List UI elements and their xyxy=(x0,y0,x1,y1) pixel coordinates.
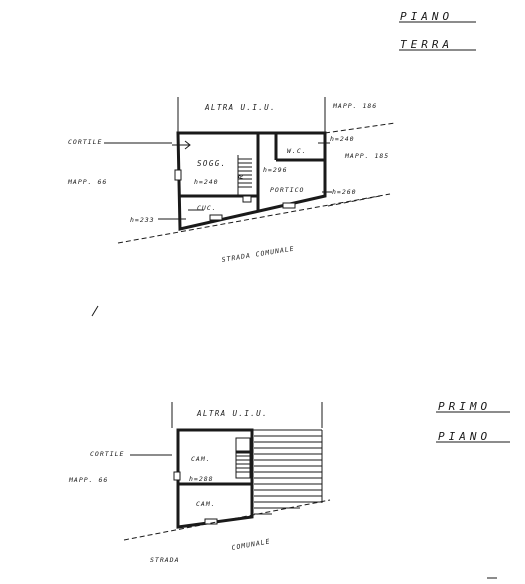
neighbor-unit-label: ALTRA U.I.U. xyxy=(204,103,276,112)
first-floor-title-line2: PIANO xyxy=(438,430,491,443)
street-edge xyxy=(123,499,331,541)
neighbor-unit-label: ALTRA U.I.U. xyxy=(196,409,268,418)
courtyard-label: CORTILE xyxy=(90,450,124,458)
parcel-label: MAPP. 186 xyxy=(332,102,377,110)
room-label-cam-1: CAM. xyxy=(191,455,211,463)
room-label-portico: PORTICO xyxy=(270,186,304,194)
window-mark xyxy=(209,214,223,221)
first-floor-plan: ALTRA U.I.U. xyxy=(68,402,497,579)
room-label-sogg: SOGG. xyxy=(197,159,227,168)
room-label-wc: W.C. xyxy=(287,147,307,155)
room-height-wc: h=240 xyxy=(330,135,355,143)
street-edge xyxy=(117,193,391,244)
window-mark xyxy=(204,518,218,525)
courtyard-label: CORTILE xyxy=(68,138,102,146)
room-height-cam: h=288 xyxy=(189,475,214,483)
ground-floor-title-line2: TERRA xyxy=(400,38,453,51)
window-mark xyxy=(173,471,181,481)
room-height-stair: h=296 xyxy=(263,166,288,174)
room-label-cam-2: CAM. xyxy=(196,500,216,508)
first-floor-title-line1: PRIMO xyxy=(438,400,491,413)
room-label-cuc: CUC. xyxy=(197,204,217,212)
window-mark xyxy=(282,202,296,209)
room-height-cuc: h=233 xyxy=(130,216,155,224)
ground-floor-plan: ALTRA U.I.U. MAPP. 186 R xyxy=(67,97,396,317)
room-height-portico: h=260 xyxy=(332,188,357,196)
ground-floor-title-line1: PIANO xyxy=(400,10,453,23)
first-floor-stair xyxy=(235,437,251,479)
parcel-label: MAPP. 185 xyxy=(344,152,389,160)
parcel-boundary xyxy=(324,122,396,134)
parcel-label: MAPP. 66 xyxy=(68,476,108,484)
hatched-roof-area xyxy=(252,429,323,515)
street-label-part1: STRADA xyxy=(150,556,179,564)
room-height-sogg: h=240 xyxy=(194,178,219,186)
outer-wall xyxy=(176,428,254,529)
parcel-label: MAPP. 66 xyxy=(67,178,107,186)
street-label: STRADA COMUNALE xyxy=(221,245,295,264)
ground-stair xyxy=(238,158,252,188)
street-label: COMUNALE xyxy=(231,537,271,552)
stray-mark xyxy=(91,305,99,317)
stair-label: R xyxy=(237,174,245,179)
door-mark xyxy=(242,195,252,203)
entry-arrow xyxy=(184,140,191,150)
window-mark xyxy=(174,169,182,181)
